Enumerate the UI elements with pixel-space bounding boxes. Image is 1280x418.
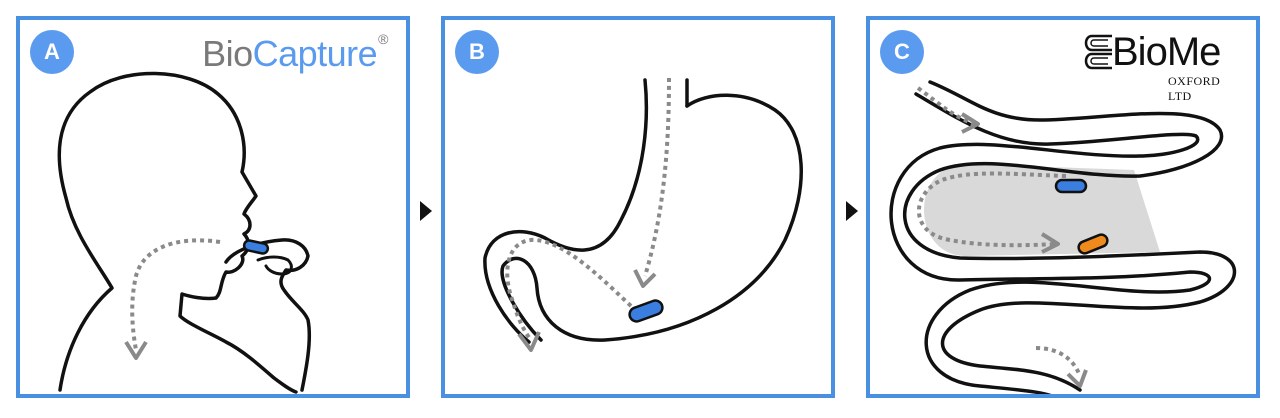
- biome-logo: BioMe OXFORD LTD: [1082, 30, 1242, 103]
- descent-path-arrow: [643, 77, 671, 277]
- stomach-inner-wall: [483, 78, 649, 344]
- swallow-path-arrow: [130, 238, 221, 351]
- registered-mark: ®: [378, 31, 388, 47]
- exit-path-arrow: [505, 237, 633, 342]
- panel-b-stomach: B: [441, 16, 835, 398]
- panel-c-intestine: C BioMe OXFORD LTD: [866, 16, 1260, 398]
- capsule-icon: [628, 299, 664, 323]
- entry-path-arrow: [916, 86, 975, 126]
- biome-mark-icon: [1084, 34, 1112, 70]
- logo-capture-text: Capture: [252, 33, 378, 74]
- swallow-arrowhead: [124, 340, 148, 360]
- step-badge-c: C: [880, 30, 924, 74]
- capsule-icon: [242, 239, 270, 255]
- hand-outline: [224, 238, 312, 392]
- panel-a-swallowing: A BioCapture®: [16, 16, 410, 398]
- exit-path-arrow: [1035, 346, 1082, 377]
- intestine-illustration: [889, 80, 1237, 394]
- entry-arrowhead: [960, 112, 980, 134]
- stomach-illustration: [483, 77, 803, 352]
- descent-arrowhead: [633, 269, 657, 288]
- intestine-upper-wall: [903, 80, 1237, 392]
- head-outline: [57, 71, 298, 394]
- step-badge-a: A: [30, 30, 74, 74]
- stomach-outer-wall: [500, 93, 803, 342]
- step-badge-b: B: [455, 30, 499, 74]
- biocapture-logo: BioCapture®: [202, 32, 388, 74]
- logo-bio-text: Bio: [202, 33, 253, 74]
- head-profile-illustration: [57, 71, 312, 394]
- triangle-right-icon: [420, 201, 432, 221]
- sampled-capsule-icon: [1077, 233, 1109, 255]
- loop-arrowhead: [1040, 232, 1060, 254]
- exit-arrowhead: [1066, 369, 1088, 388]
- intestine-lower-wall: [889, 92, 1212, 394]
- finger-outline: [256, 255, 293, 276]
- triangle-right-icon: [846, 201, 858, 221]
- capsule-icon: [1054, 178, 1088, 194]
- intestine-sampling-zone: [924, 164, 1160, 256]
- biome-subtitle: OXFORD LTD: [1168, 74, 1221, 103]
- biome-wordmark: BioMe: [1112, 30, 1221, 74]
- exit-arrowhead: [517, 331, 541, 352]
